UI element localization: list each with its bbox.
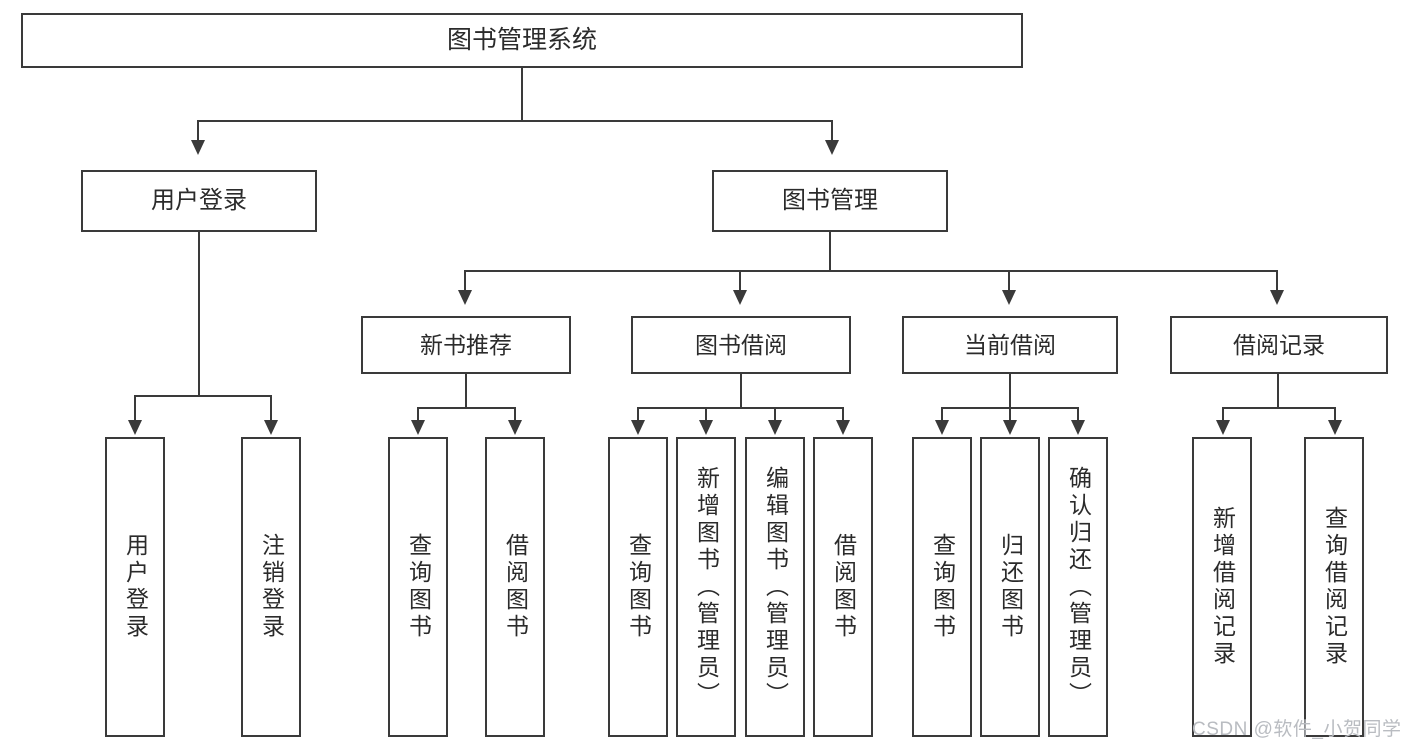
connector-book-management-bar — [464, 270, 1276, 272]
leaf-return-book[interactable]: 归还图书 — [980, 437, 1040, 737]
arrow-to-leaf-return-book — [1003, 420, 1017, 435]
arrow-to-leaf-query-book-bb — [631, 420, 645, 435]
leaf-query-book-new-recommend[interactable]: 查询图书 — [388, 437, 448, 737]
node-label: 借阅记录 — [1233, 331, 1325, 358]
connector-cb-3 — [1077, 407, 1079, 422]
arrow-to-current-borrow — [1002, 290, 1016, 305]
connector-current-borrow-stem — [1009, 374, 1011, 409]
arrow-to-leaf-borrow-book-nb — [508, 420, 522, 435]
arrow-to-new-book-recommend — [458, 290, 472, 305]
connector-bm-to-book-borrow — [739, 270, 741, 292]
connector-new-book-right — [514, 407, 516, 422]
arrow-to-leaf-edit-book — [768, 420, 782, 435]
connector-bb-1 — [637, 407, 639, 422]
connector-bm-to-new-book — [464, 270, 466, 292]
leaf-query-book-current[interactable]: 查询图书 — [912, 437, 972, 737]
leaf-query-borrow-record[interactable]: 查询借阅记录 — [1304, 437, 1364, 737]
connector-borrow-records-stem — [1277, 374, 1279, 409]
arrow-to-leaf-query-record — [1328, 420, 1342, 435]
leaf-user-login[interactable]: 用户登录 — [105, 437, 165, 737]
connector-book-management-stem — [829, 232, 831, 272]
connector-user-login-right — [270, 395, 272, 422]
leaf-borrow-book[interactable]: 借阅图书 — [813, 437, 873, 737]
connector-br-2 — [1334, 407, 1336, 422]
node-book-borrow[interactable]: 图书借阅 — [631, 316, 851, 374]
node-book-management[interactable]: 图书管理 — [712, 170, 948, 232]
leaf-edit-book-admin[interactable]: 编辑图书（管理员） — [745, 437, 805, 737]
connector-borrow-records-bar — [1222, 407, 1335, 409]
connector-user-login-left — [134, 395, 136, 422]
arrow-to-leaf-add-record — [1216, 420, 1230, 435]
node-label: 查询图书 — [405, 533, 432, 641]
connector-root-to-user-login — [197, 120, 199, 142]
node-label: 图书管理 — [782, 187, 878, 215]
node-label: 归还图书 — [997, 533, 1024, 641]
node-new-book-recommend[interactable]: 新书推荐 — [361, 316, 571, 374]
connector-book-borrow-stem — [740, 374, 742, 409]
connector-book-borrow-bar — [637, 407, 843, 409]
connector-user-login-bar — [134, 395, 272, 397]
connector-cb-2 — [1009, 407, 1011, 422]
connector-user-login-stem — [198, 232, 200, 396]
arrow-to-user-login — [191, 140, 205, 155]
connector-bb-3 — [774, 407, 776, 422]
connector-root-to-book-management — [831, 120, 833, 142]
arrow-to-book-borrow — [733, 290, 747, 305]
leaf-confirm-return-admin[interactable]: 确认归还（管理员） — [1048, 437, 1108, 737]
arrow-to-borrow-records — [1270, 290, 1284, 305]
node-label: 借阅图书 — [830, 533, 857, 641]
connector-bb-2 — [705, 407, 707, 422]
arrow-to-leaf-query-book-nb — [411, 420, 425, 435]
node-label: 查询图书 — [625, 533, 652, 641]
connector-br-1 — [1222, 407, 1224, 422]
node-label: 用户登录 — [122, 533, 149, 641]
node-label: 编辑图书（管理员） — [762, 465, 789, 709]
node-label: 查询图书 — [929, 533, 956, 641]
node-label: 图书管理系统 — [446, 26, 597, 55]
arrow-to-leaf-confirm-return — [1071, 420, 1085, 435]
arrow-to-leaf-borrow-book-bb — [836, 420, 850, 435]
leaf-query-book-borrow[interactable]: 查询图书 — [608, 437, 668, 737]
node-label: 新书推荐 — [420, 331, 512, 358]
node-user-login[interactable]: 用户登录 — [81, 170, 317, 232]
node-label: 新增借阅记录 — [1209, 506, 1236, 668]
node-label: 新增图书（管理员） — [693, 465, 720, 709]
leaf-add-borrow-record[interactable]: 新增借阅记录 — [1192, 437, 1252, 737]
leaf-borrow-book-new-recommend[interactable]: 借阅图书 — [485, 437, 545, 737]
connector-root-bar — [197, 120, 833, 122]
connector-new-book-bar — [417, 407, 515, 409]
connector-new-book-stem — [465, 374, 467, 409]
arrow-to-book-management — [825, 140, 839, 155]
connector-bb-4 — [842, 407, 844, 422]
arrow-to-leaf-add-book — [699, 420, 713, 435]
node-label: 查询借阅记录 — [1321, 506, 1348, 668]
connector-new-book-left — [417, 407, 419, 422]
node-label: 当前借阅 — [964, 331, 1056, 358]
node-label: 图书借阅 — [695, 331, 787, 358]
connector-bm-to-current-borrow — [1008, 270, 1010, 292]
node-label: 注销登录 — [258, 533, 285, 641]
arrow-to-leaf-query-book-cb — [935, 420, 949, 435]
arrow-to-leaf-logout — [264, 420, 278, 435]
arrow-to-leaf-user-login — [128, 420, 142, 435]
node-current-borrow[interactable]: 当前借阅 — [902, 316, 1118, 374]
connector-root-stem — [521, 68, 523, 121]
node-label: 用户登录 — [151, 187, 247, 215]
connector-cb-1 — [941, 407, 943, 422]
node-label: 借阅图书 — [502, 533, 529, 641]
leaf-add-book-admin[interactable]: 新增图书（管理员） — [676, 437, 736, 737]
connector-bm-to-borrow-records — [1276, 270, 1278, 292]
node-label: 确认归还（管理员） — [1065, 465, 1092, 709]
node-borrow-records[interactable]: 借阅记录 — [1170, 316, 1388, 374]
node-root-book-management-system[interactable]: 图书管理系统 — [21, 13, 1023, 68]
leaf-logout[interactable]: 注销登录 — [241, 437, 301, 737]
